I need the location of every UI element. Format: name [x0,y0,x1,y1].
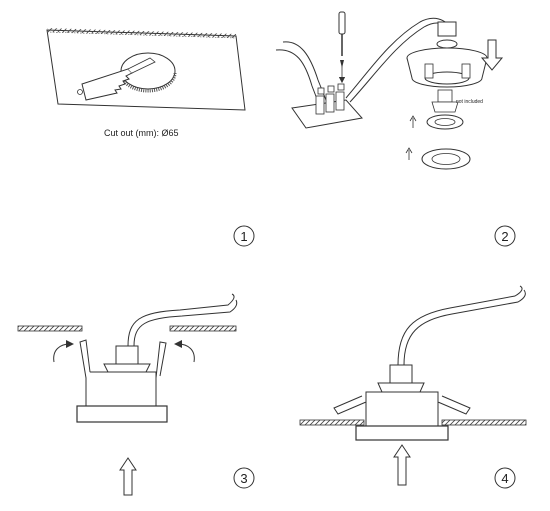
rotate-arrow-right-icon [174,340,195,363]
clip-left-4 [333,395,367,415]
ceiling-right-4 [441,419,527,426]
arrow-up-small-icon [409,115,417,128]
trim-plate-4 [355,425,449,441]
clip-right-4 [437,395,471,415]
step-4-number: 4 [501,471,508,486]
step-1-number: 1 [240,229,247,244]
bulb-note: not included [456,99,483,105]
arrow-down-icon [480,39,504,71]
step-3-number: 3 [240,471,247,486]
step-1-circle [233,225,255,247]
ceiling-left-4 [299,419,365,426]
step-2-number: 2 [501,229,508,244]
ceiling-left [17,325,83,332]
clip-right [155,341,167,379]
lamp-socket [437,21,457,37]
trim-ring [421,148,471,170]
panel-3-insert: 3 [17,293,255,496]
arrow-up-icon [119,457,137,496]
rotate-arrow-left-icon [53,340,74,363]
step-4-circle [494,467,516,489]
arrow-up-icon-4 [393,444,411,486]
saw-icon [77,57,156,101]
clip-left [79,339,91,379]
bulb-icon [426,89,464,130]
step-2-circle [494,225,516,247]
screwdriver-icon [338,11,346,84]
arrow-up-small-icon-2 [405,147,413,160]
trim-plate-3 [76,405,168,423]
ceiling-right [169,325,237,332]
terminal-block [291,83,363,129]
panel-4-installed: 4 [299,285,527,489]
cable [282,41,331,111]
downlight-housing [406,47,488,88]
panel-1-cutout: Cut out (mm): Ø65 1 [46,28,255,247]
cutout-caption: Cut out (mm): Ø65 [104,128,179,138]
panel-2-wiring: not included 2 [275,11,516,247]
step-3-circle [233,467,255,489]
